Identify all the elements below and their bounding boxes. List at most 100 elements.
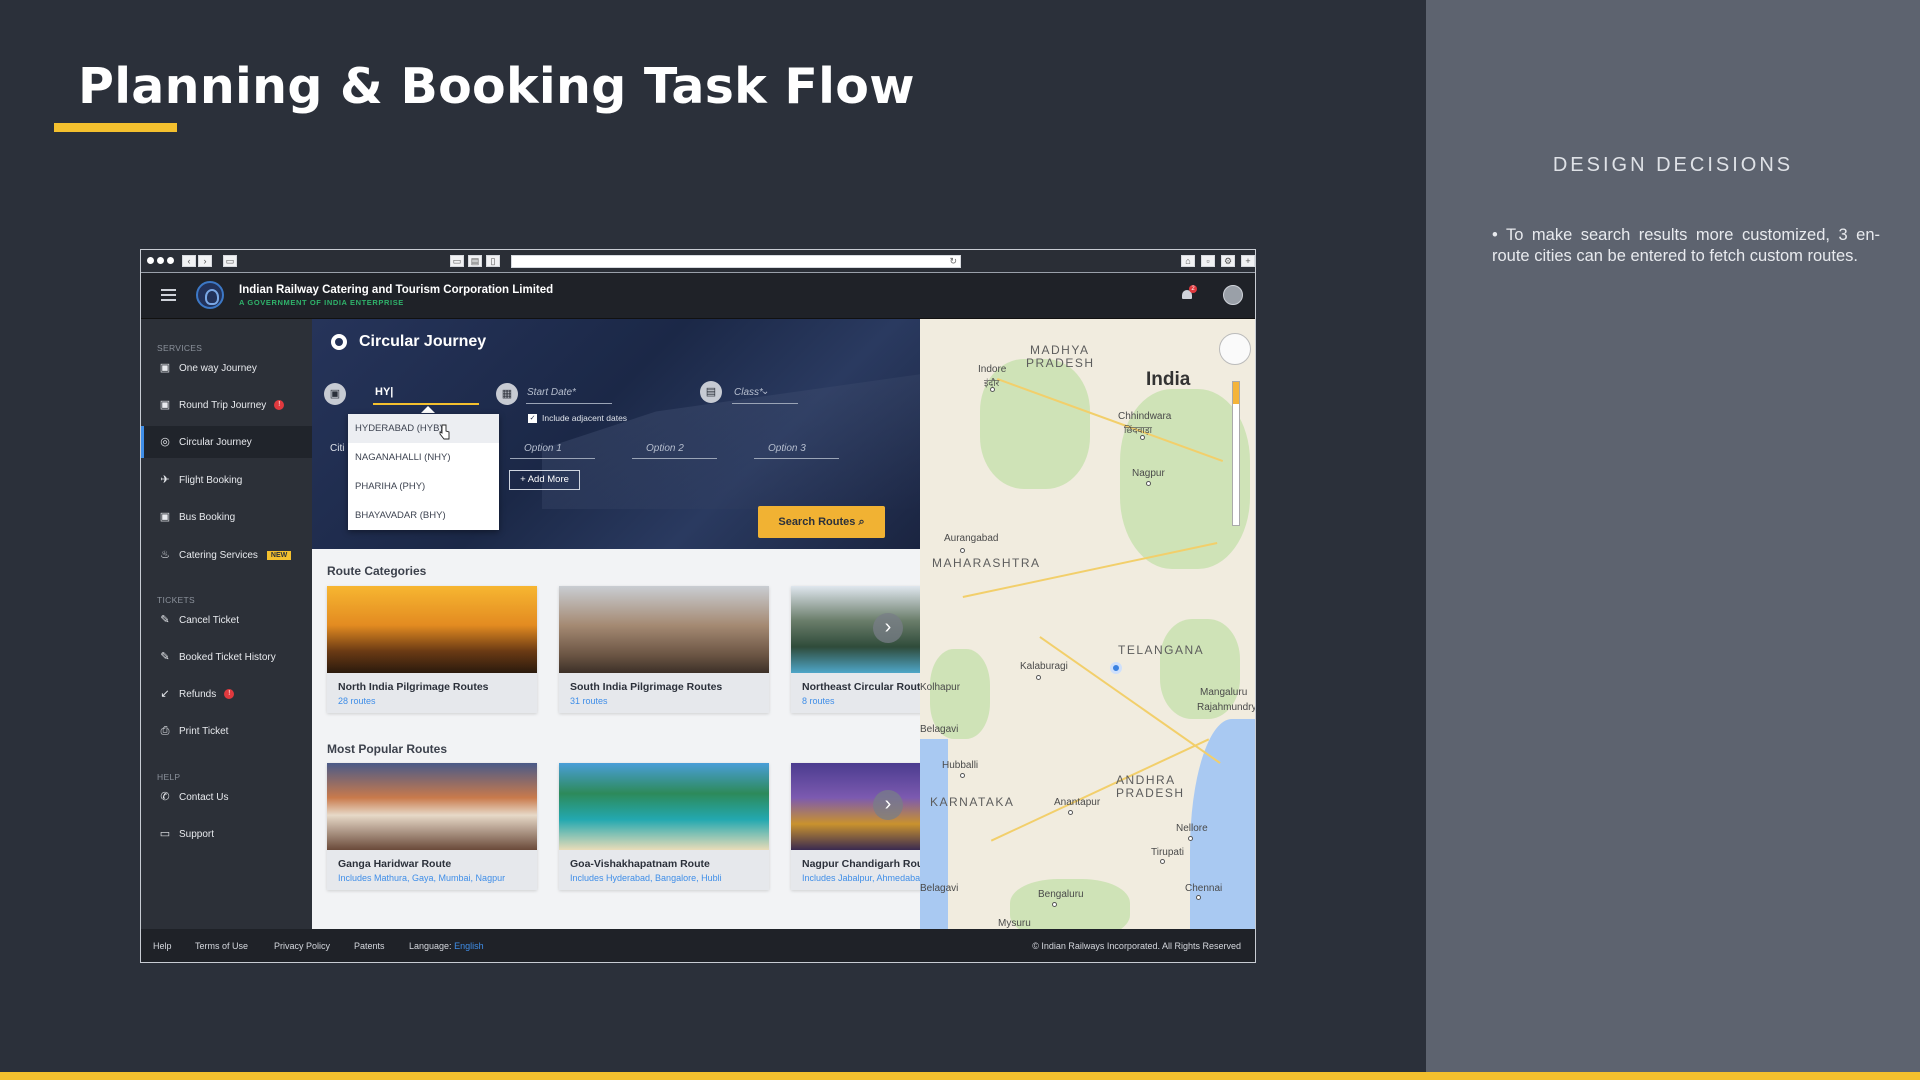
bottom-accent-bar [0,1072,1920,1080]
search-panel: Circular Journey ▣ HY| ▦ Start Date* ✓ I… [312,319,920,549]
sidebar-item-contact[interactable]: ✆Contact Us [160,791,229,803]
phone-icon: ✆ [160,791,170,803]
share-icon[interactable]: ▭ [450,255,464,267]
map-state-label: KARNATAKA [930,795,1015,809]
cities-label: Citi [330,443,345,454]
plane-icon: ✈ [160,474,170,486]
sidebar-item-round-trip[interactable]: ▣Round Trip Journey! [141,389,312,421]
sidebar-item-circular[interactable]: ◎Circular Journey [141,426,312,458]
avatar[interactable] [1223,285,1243,305]
route-card-description: Includes Jabalpur, Ahmedabad [802,873,920,883]
route-map[interactable]: MADHYA PRADESH India Indore इंदौर Chhind… [920,319,1255,929]
browser-toolbar: ‹ › ▭ ▭ ▤ ▯ ↻ ⌂ ▫ ⚙ + [141,250,1255,273]
route-card-title: South India Pilgrimage Routes [570,681,723,693]
chevron-right-icon[interactable]: › [873,613,903,643]
ticket-history-icon: ✎ [160,651,170,663]
app-header: Indian Railway Catering and Tourism Corp… [141,273,1255,319]
map-state-label: PRADESH [1026,356,1095,370]
map-state-label: MAHARASHTRA [932,556,1041,570]
option-3-input[interactable]: Option 3 [768,443,806,454]
map-zoom-slider[interactable] [1232,381,1240,526]
round-trip-badge: ! [274,400,285,410]
suggestion-item[interactable]: NAGANAHALLI (NHY) [355,452,451,463]
suggestion-item[interactable]: HYDERABAD (HYB) [348,414,499,443]
new-badge: NEW [266,550,292,560]
notification-badge: 2 [1189,285,1197,293]
route-card-count: 8 routes [802,696,835,706]
search-icon: ⌕ [858,516,865,528]
sidebar-item-flight[interactable]: ✈Flight Booking [160,474,243,486]
url-bar[interactable]: ↻ [511,255,961,268]
chevron-down-icon[interactable]: ⌄ [761,386,770,397]
route-card[interactable]: South India Pilgrimage Routes 31 routes [559,586,769,713]
language-value[interactable]: English [454,941,484,951]
option-2-input[interactable]: Option 2 [646,443,684,454]
design-decisions-heading: DESIGN DECISIONS [1552,154,1794,176]
chevron-right-icon[interactable]: › [873,790,903,820]
route-card[interactable]: Nagpur Chandigarh Route Includes Jabalpu… [791,763,920,890]
home-icon[interactable]: ⌂ [1181,255,1195,267]
menu-icon[interactable] [161,289,176,301]
sidebar-item-bus[interactable]: ▣Bus Booking [159,511,236,523]
irctc-logo [196,281,224,309]
footer-terms-link[interactable]: Terms of Use [195,941,249,951]
bookmark-icon[interactable]: ▯ [486,255,500,267]
route-card[interactable]: Goa-Vishakhapatnam Route Includes Hydera… [559,763,769,890]
org-name: Indian Railway Catering and Tourism Corp… [239,284,554,296]
route-card[interactable]: Ganga Haridwar Route Includes Mathura, G… [327,763,537,890]
sidebar-section-help: HELP [157,772,181,782]
chat-icon: ▭ [159,828,171,840]
sidebar-item-refunds[interactable]: ↙Refunds! [141,678,312,710]
adjacent-dates-checkbox[interactable]: ✓ [528,414,537,423]
search-routes-button[interactable]: Search Routes ⌕ [758,506,885,538]
map-pan-control[interactable] [1219,333,1251,365]
map-country-label: India [1146,369,1191,390]
footer-copyright: © Indian Railways Incorporated. All Righ… [1032,941,1241,951]
tabs-icon[interactable]: ▤ [468,255,482,267]
sidebar-toggle-icon[interactable]: ▭ [223,255,237,267]
footer-patents-link[interactable]: Patents [354,941,385,951]
sidebar-item-ticket-history[interactable]: ✎Booked Ticket History [160,651,276,663]
suggestion-item[interactable]: BHAYAVADAR (BHY) [355,510,446,521]
footer-help-link[interactable]: Help [153,941,172,951]
notification-bell-icon[interactable]: 2 [1181,285,1197,301]
download-icon[interactable]: ▫ [1201,255,1215,267]
footer-privacy-link[interactable]: Privacy Policy [274,941,331,951]
sidebar-item-cancel-ticket[interactable]: ✎Cancel Ticket [160,614,240,626]
suggestion-item[interactable]: PHARIHA (PHY) [355,481,426,492]
adjacent-dates-label: Include adjacent dates [542,413,628,423]
route-card-image [559,763,769,850]
round-trip-icon: ▣ [159,399,171,411]
reload-icon[interactable]: ↻ [949,256,957,266]
sidebar-item-support[interactable]: ▭Support [159,828,215,840]
dropdown-caret [421,406,435,413]
route-card-title: Northeast Circular Routes [802,681,920,693]
new-tab-icon[interactable]: + [1241,255,1255,267]
route-card[interactable]: Northeast Circular Routes 8 routes [791,586,920,713]
class-select[interactable]: Class* [734,387,763,398]
footer-language[interactable]: Language: English [409,941,484,951]
design-decisions-panel: DESIGN DECISIONS • To make search result… [1426,0,1920,1072]
print-icon: ⎙ [160,725,170,737]
forward-icon[interactable]: › [198,255,212,267]
window-controls[interactable] [147,257,174,264]
settings-icon[interactable]: ⚙ [1221,255,1235,267]
route-card-title: North India Pilgrimage Routes [338,681,489,693]
option-1-input[interactable]: Option 1 [524,443,562,454]
route-card[interactable]: North India Pilgrimage Routes 28 routes [327,586,537,713]
location-pin-icon[interactable] [1110,662,1122,674]
map-state-label: ANDHRA [1116,773,1176,787]
street-view-icon[interactable] [1233,382,1239,404]
from-station-input[interactable]: HY| [375,386,394,398]
sidebar-item-print-ticket[interactable]: ⎙Print Ticket [160,725,229,737]
add-more-button[interactable]: + Add More [509,470,580,490]
route-card-count: 31 routes [570,696,608,706]
back-icon[interactable]: ‹ [182,255,196,267]
sidebar-item-one-way[interactable]: ▣One way Journey [159,362,257,374]
station-icon: ▣ [324,383,346,405]
start-date-input[interactable]: Start Date* [527,387,576,398]
search-title: Circular Journey [359,333,487,350]
route-card-description: Includes Mathura, Gaya, Mumbai, Nagpur [338,873,506,883]
route-card-title: Ganga Haridwar Route [338,858,452,870]
